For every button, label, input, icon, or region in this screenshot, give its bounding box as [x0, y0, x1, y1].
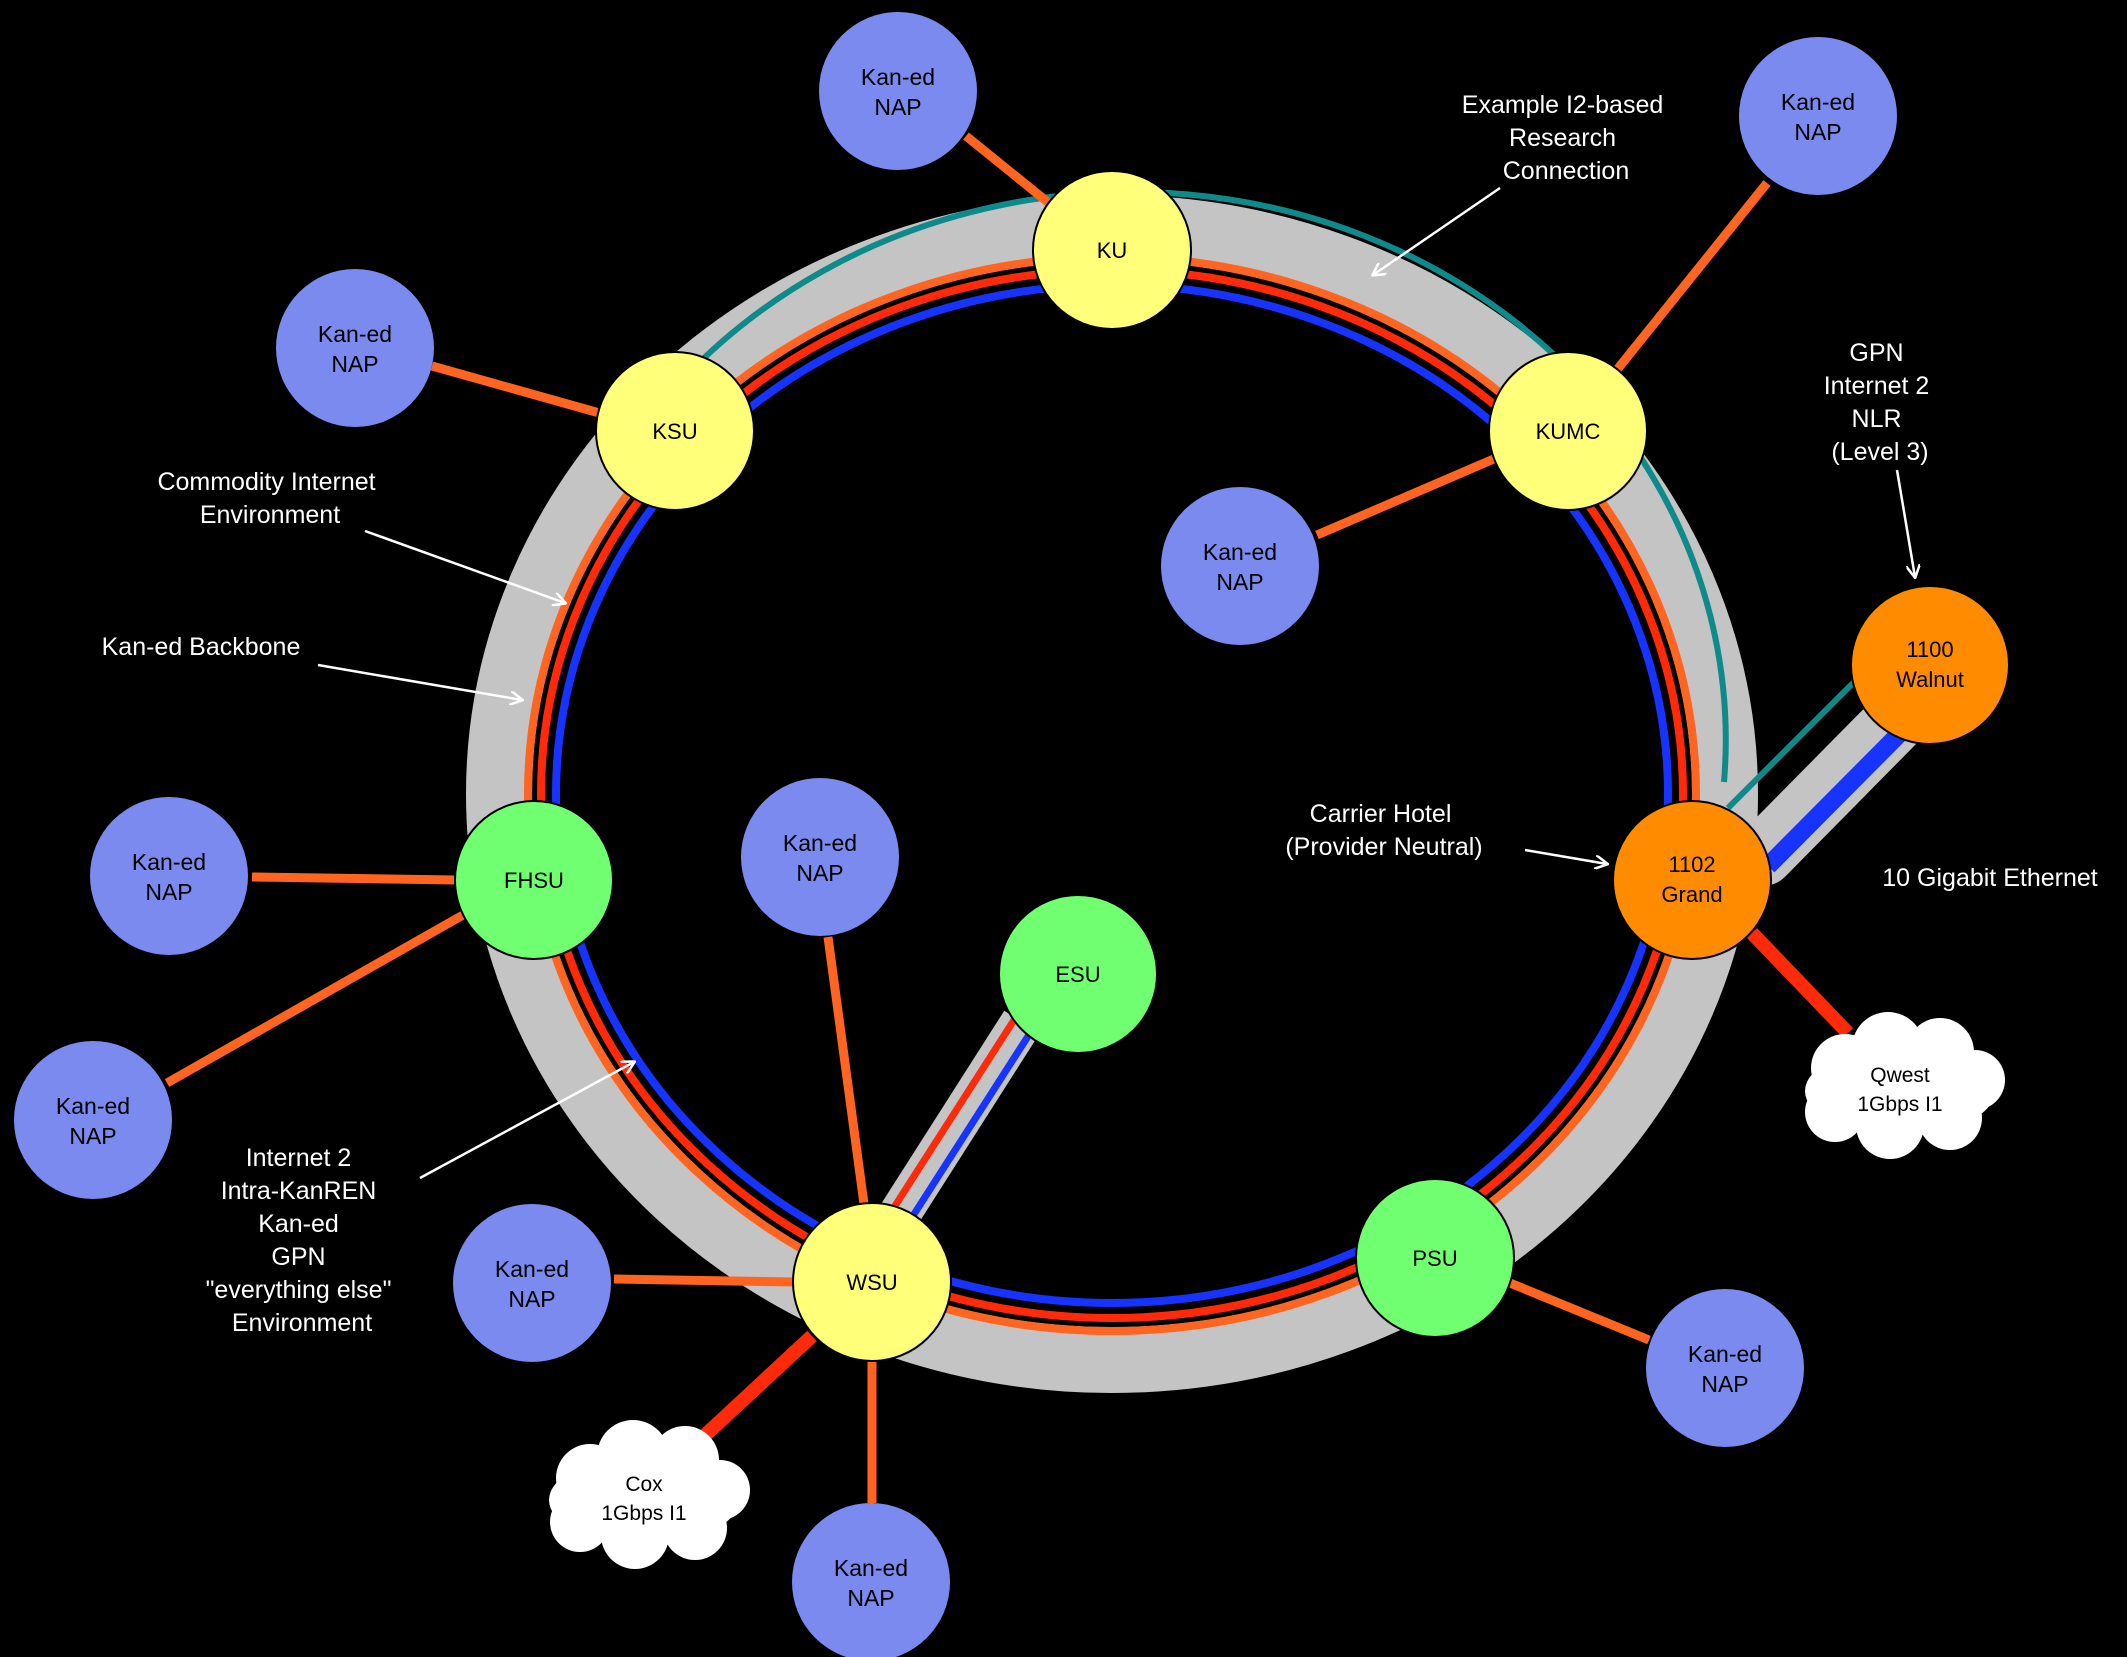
node-kumc[interactable]: KUMC [1488, 351, 1648, 511]
nap-kumc-top-circle [1739, 37, 1897, 195]
link-kumc-nap-top [1612, 180, 1771, 374]
nap-wsu-bottom-circle [792, 1503, 950, 1657]
node-psu[interactable]: PSU [1355, 1178, 1515, 1338]
arrow-commodity [364, 529, 565, 603]
annotation-gpn: GPN Internet 2 NLR (Level 3) [1824, 339, 1937, 466]
nap-wsu-top-circle [741, 778, 899, 936]
node-ku-label: KU [1097, 238, 1128, 263]
annotation-example-i2: Example I2-based Research Connection [1462, 91, 1670, 185]
link-grand-qwest [1746, 928, 1854, 1038]
annotation-everything-else: Internet 2 Intra-KanREN Kan-ed GPN "ever… [206, 1144, 399, 1337]
ten-gig-teal [1725, 673, 1863, 811]
ten-gig-blue [1761, 709, 1924, 873]
link-fhsu-nap-2 [164, 911, 466, 1087]
cloud-qwest-shape [1805, 1012, 2005, 1159]
link-ksu-nap [430, 361, 605, 419]
node-esu[interactable]: ESU [998, 894, 1158, 1054]
node-psu-circle [1355, 1178, 1515, 1338]
node-esu-circle [998, 894, 1158, 1054]
node-kumc-label: KUMC [1536, 419, 1601, 444]
nap-ksu-circle [276, 269, 434, 427]
node-ksu-label: KSU [652, 419, 697, 444]
link-fhsu-nap-1 [251, 872, 457, 885]
node-fhsu-circle [454, 800, 614, 960]
annotation-carrier-hotel: Carrier Hotel (Provider Neutral) [1285, 800, 1482, 861]
nap-ku-circle [819, 12, 977, 170]
link-wsu-cox [695, 1330, 817, 1446]
nap-kumc-mid-circle [1161, 487, 1319, 645]
node-ku-circle [1032, 170, 1192, 330]
node-kumc-circle [1488, 351, 1648, 511]
node-wsu-label: WSU [846, 1270, 897, 1295]
link-wsu-nap-left [613, 1274, 796, 1287]
node-fhsu[interactable]: FHSU [454, 800, 614, 960]
node-wsu-circle [792, 1202, 952, 1362]
link-wsu-nap-top [823, 936, 869, 1205]
hub-1102-grand-circle [1612, 800, 1772, 960]
nap-wsu-left-circle [453, 1204, 611, 1362]
node-ksu[interactable]: KSU [595, 351, 755, 511]
node-psu-label: PSU [1412, 1246, 1457, 1271]
nap-fhsu-2-circle [14, 1041, 172, 1199]
node-fhsu-label: FHSU [504, 868, 564, 893]
arrow-everything-else [419, 1062, 634, 1180]
arrow-backbone [317, 663, 522, 700]
link-kumc-nap-mid [1315, 453, 1498, 540]
nap-fhsu-1-circle [90, 797, 248, 955]
i1-links [695, 928, 1854, 1446]
node-ksu-circle [595, 351, 755, 511]
nap-psu-circle [1646, 1289, 1804, 1447]
hub-1100-walnut-circle [1850, 585, 2010, 745]
cloud-cox-shape [549, 1420, 750, 1569]
nap-links [164, 132, 1771, 1503]
arrow-gpn [1895, 469, 1915, 577]
arrow-carrier-hotel [1524, 848, 1607, 864]
node-esu-label: ESU [1055, 962, 1100, 987]
ring-teal-line [681, 188, 1729, 783]
annotation-ten-gig: 10 Gigabit Ethernet [1882, 864, 2097, 892]
node-wsu[interactable]: WSU [792, 1202, 952, 1362]
annotation-commodity: Commodity Internet Environment [157, 468, 382, 529]
link-psu-nap [1508, 1278, 1651, 1345]
annotation-arrows [317, 186, 1915, 1180]
arrow-example-i2 [1373, 186, 1501, 275]
node-ku[interactable]: KU [1032, 170, 1192, 330]
link-ku-nap [963, 132, 1058, 212]
annotation-backbone: Kan-ed Backbone [102, 633, 301, 661]
